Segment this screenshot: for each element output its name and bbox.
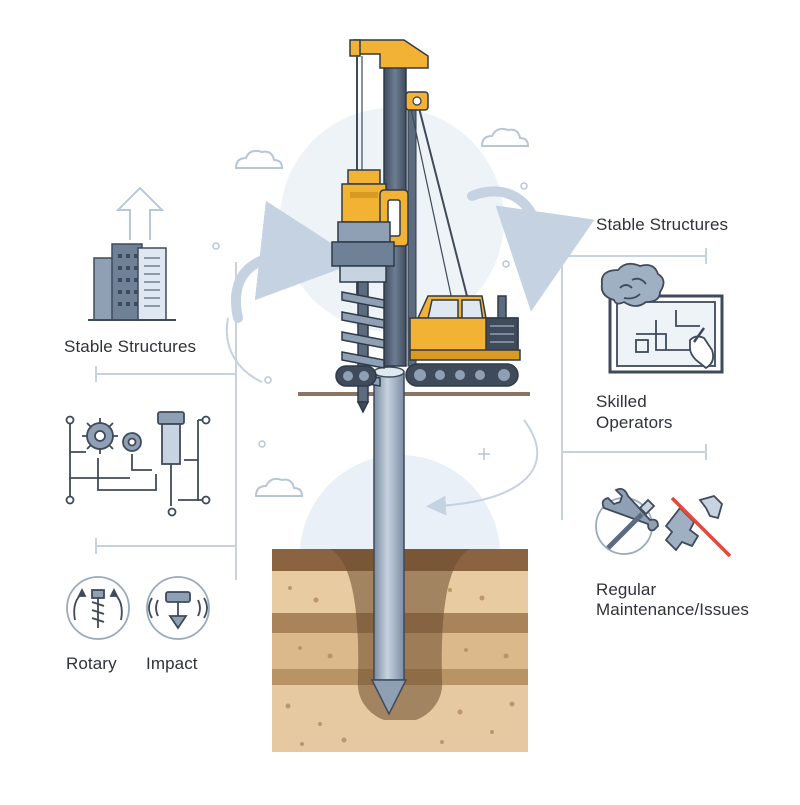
label-stable-structures-left: Stable Structures xyxy=(64,337,197,356)
impact-hammer-icon xyxy=(146,576,210,640)
wrench-screwdriver-icon xyxy=(595,487,659,555)
plus-mark xyxy=(478,448,490,460)
city-buildings-icon xyxy=(88,243,176,321)
brain-screen-icon xyxy=(600,262,724,374)
cloud-icon xyxy=(234,149,284,169)
up-arrow-icon xyxy=(115,186,165,240)
flow-arrow-bottom xyxy=(426,419,539,516)
drilled-pile xyxy=(370,366,408,716)
rotary-drill-icon xyxy=(66,576,130,640)
label-rotary: Rotary xyxy=(66,654,117,673)
ground-surface xyxy=(298,392,530,396)
cloud-icon xyxy=(480,127,530,147)
auger-flight xyxy=(341,281,385,414)
flow-arrow-right xyxy=(467,186,595,312)
left-connectors xyxy=(95,262,237,580)
label-maintenance-issues: Maintenance/Issues xyxy=(596,600,749,619)
right-connectors xyxy=(561,236,707,520)
broken-tool-icon xyxy=(664,494,732,558)
rotary-drive-head xyxy=(331,169,409,283)
crawler-base-machine xyxy=(335,295,521,387)
label-skilled: Skilled xyxy=(596,392,647,411)
label-stable-structures-right: Stable Structures xyxy=(596,215,729,234)
cloud-icon xyxy=(254,477,304,497)
gears-control-icon xyxy=(65,411,211,517)
label-operators: Operators xyxy=(596,413,673,432)
label-regular: Regular xyxy=(596,580,657,599)
flow-swoosh xyxy=(225,317,263,383)
label-impact: Impact xyxy=(146,654,198,673)
